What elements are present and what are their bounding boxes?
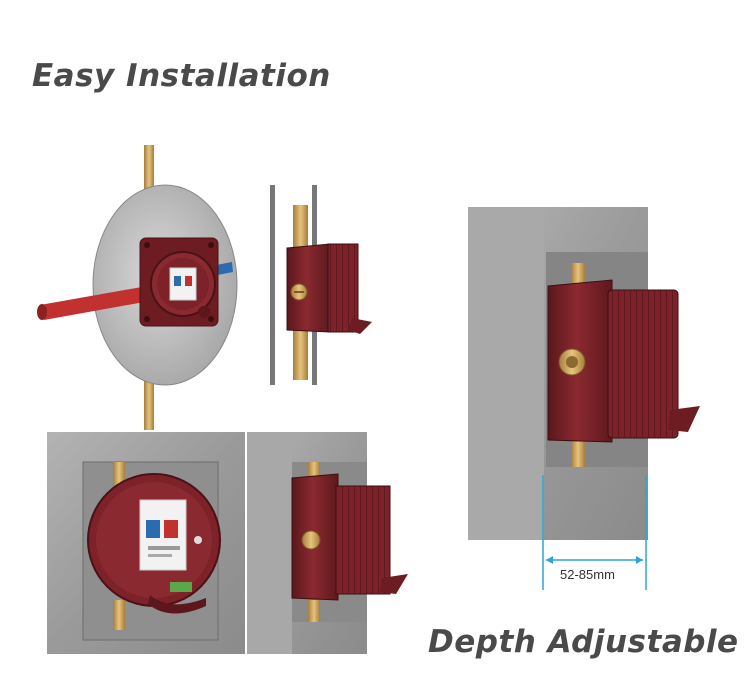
wall-installed-side-illustration — [247, 432, 408, 654]
side-profile-illustration — [270, 185, 372, 385]
wall-installed-front-illustration — [47, 432, 245, 654]
heading-easy-installation: Easy Installation — [32, 58, 331, 94]
depth-dimension-illustration — [468, 207, 700, 590]
depth-range-label: 52-85mm — [560, 567, 615, 582]
heading-depth-adjustable: Depth Adjustable — [428, 624, 739, 660]
mounting-plate-assembly-illustration — [37, 145, 238, 430]
